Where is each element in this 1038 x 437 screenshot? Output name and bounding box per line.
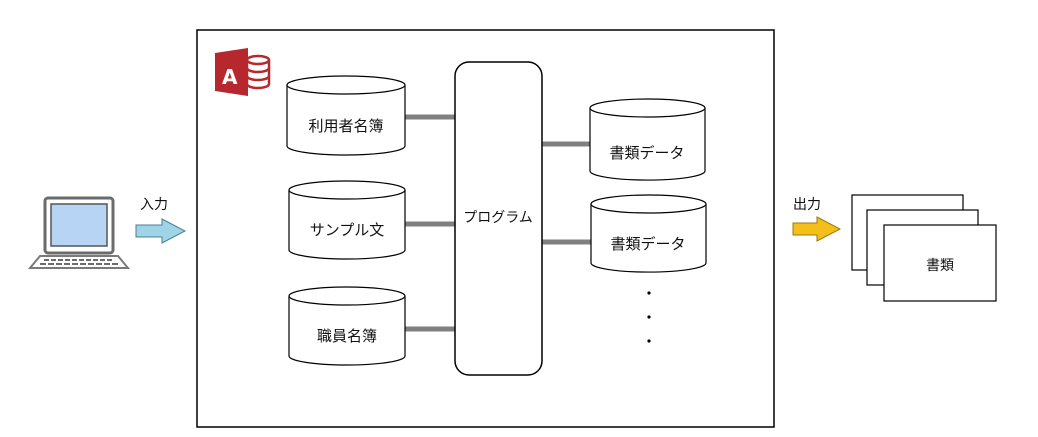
- database-cylinder-output-2: 書類データ: [590, 194, 707, 273]
- document-stack-icon: 書類: [851, 194, 997, 302]
- microsoft-access-icon: A: [215, 48, 271, 96]
- program-box: [454, 61, 543, 376]
- laptop-icon: [27, 196, 131, 269]
- source-label: 利用者名簿: [308, 117, 383, 135]
- output-arrow-label: 出力: [793, 197, 821, 213]
- database-cylinder-output-1: 書類データ: [589, 98, 706, 181]
- database-cylinder-source-1: 利用者名簿: [286, 75, 406, 156]
- output-label: 書類データ: [609, 144, 684, 162]
- database-cylinder-source-3: 職員名簿: [288, 286, 406, 366]
- database-cylinder-source-2: サンプル文: [288, 180, 406, 260]
- document-front: [883, 224, 997, 302]
- source-label: 職員名簿: [317, 327, 377, 345]
- ellipsis-vertical-icon: [647, 291, 651, 343]
- document-label: 書類: [926, 258, 954, 274]
- program-label: プログラム: [463, 210, 533, 226]
- input-label: 入力: [140, 197, 168, 213]
- svg-text:A: A: [222, 65, 238, 89]
- output-label: 書類データ: [610, 235, 685, 253]
- input-arrow-icon: [135, 218, 187, 244]
- source-label: サンプル文: [310, 221, 385, 239]
- connectors: [405, 114, 591, 332]
- system-boundary: [196, 29, 775, 428]
- output-arrow-icon: [792, 216, 842, 242]
